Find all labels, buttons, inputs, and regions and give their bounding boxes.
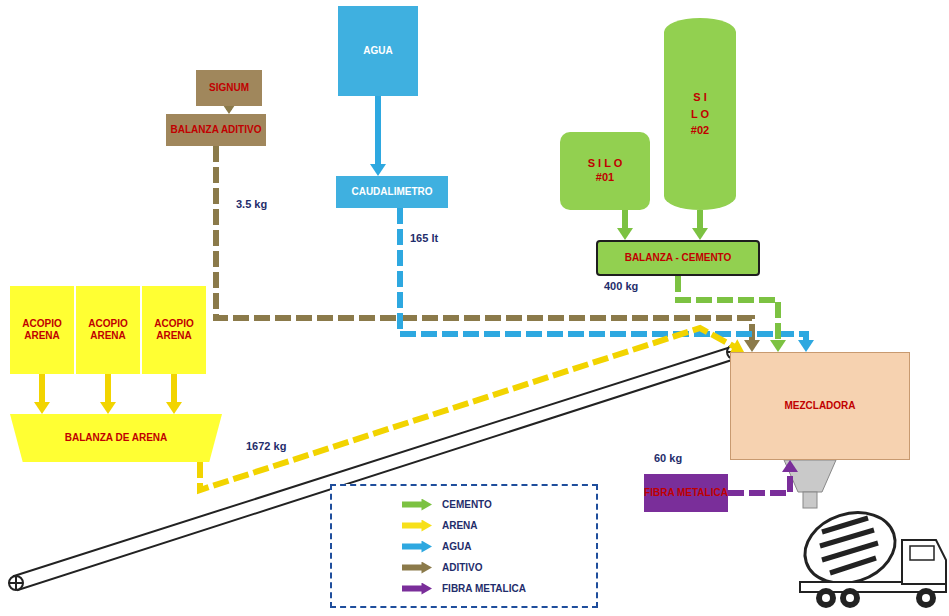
legend-text: CEMENTO	[442, 499, 492, 510]
flow-line	[728, 470, 790, 493]
flow-line	[105, 374, 111, 404]
additive-tank: SIGNUM	[196, 70, 262, 106]
flow-arrow	[400, 208, 814, 352]
sand-stockpile: ACOPIO ARENA	[76, 286, 140, 374]
node-label: BALANZA - CEMENTO	[625, 252, 732, 265]
flow-line	[678, 276, 778, 342]
flow-arrow	[678, 276, 786, 352]
legend-text: ARENA	[442, 520, 478, 531]
cement-silo: S I L O #01	[560, 132, 650, 210]
additive-scale: BALANZA ADITIVO	[166, 114, 266, 146]
flow-line	[171, 374, 177, 404]
node-label: SIGNUM	[209, 82, 249, 95]
sand-scale: BALANZA DE ARENA	[10, 414, 222, 462]
flow-line	[400, 208, 806, 343]
arrow-head	[782, 460, 798, 472]
arrow-head	[34, 402, 50, 414]
flow-arrow	[728, 460, 798, 493]
steel-fiber-feeder: FIBRA METALICA	[644, 474, 728, 512]
quantity-label: 400 kg	[602, 280, 640, 292]
legend-swatch	[402, 541, 432, 553]
flow-line	[697, 210, 703, 230]
quantity-label: 60 kg	[652, 452, 684, 464]
arrow-head	[166, 402, 182, 414]
water-tank: AGUA	[338, 6, 418, 96]
legend-text: FIBRA METALICA	[442, 583, 526, 594]
quantity-label: 1672 kg	[244, 440, 288, 452]
quantity-label: 3.5 kg	[234, 198, 269, 210]
legend-text: ADITIVO	[442, 562, 483, 573]
arrow-head	[770, 340, 786, 352]
quantity-label: 165 lt	[408, 232, 440, 244]
flow-line	[622, 210, 628, 230]
flow-arrow	[166, 374, 182, 414]
flow-meter: CAUDALIMETRO	[336, 176, 448, 208]
legend-swatch	[402, 499, 432, 511]
arrow-head	[744, 340, 760, 352]
cement-scale: BALANZA - CEMENTO	[596, 240, 760, 276]
legend-row: FIBRA METALICA	[402, 578, 596, 599]
legend-row: ARENA	[402, 515, 596, 536]
mixer-truck	[796, 501, 946, 608]
node-label: ACOPIO ARENA	[17, 318, 67, 343]
arrow-head	[370, 164, 386, 176]
cement-silo: S I L O #02	[664, 18, 736, 210]
flow-line	[39, 374, 45, 404]
sand-stockpile: ACOPIO ARENA	[142, 286, 206, 374]
node-label: ACOPIO ARENA	[83, 318, 133, 343]
flow-arrow	[200, 328, 744, 490]
legend-row: CEMENTO	[402, 494, 596, 515]
flow-arrow	[100, 374, 116, 414]
arrow-head	[798, 340, 814, 352]
mixer: MEZCLADORA	[730, 352, 910, 460]
node-label: AGUA	[363, 45, 392, 58]
flow-arrow	[34, 374, 50, 414]
legend-swatch	[402, 520, 432, 532]
legend-box: CEMENTO ARENA AGUA ADITIVO FIBRA METALICA	[330, 484, 598, 608]
node-label: ACOPIO ARENA	[149, 318, 199, 343]
node-label: FIBRA METALICA	[644, 487, 728, 500]
node-label: CAUDALIMETRO	[351, 186, 432, 199]
legend-swatch	[402, 562, 432, 574]
arrow-head	[617, 228, 633, 240]
flow-line	[200, 328, 735, 490]
flow-line	[375, 96, 381, 166]
chute-spout	[803, 492, 817, 508]
node-label: S I L O #01	[580, 157, 630, 185]
arrow-head	[692, 228, 708, 240]
legend-row: AGUA	[402, 536, 596, 557]
flow-arrow	[370, 96, 386, 176]
flow-arrow	[617, 210, 633, 240]
node-label: S I L O #02	[689, 89, 711, 139]
legend-swatch	[402, 583, 432, 595]
node-label: BALANZA DE ARENA	[65, 432, 168, 445]
arrow-head	[100, 402, 116, 414]
sand-stockpile: ACOPIO ARENA	[10, 286, 74, 374]
node-label: BALANZA ADITIVO	[171, 124, 262, 137]
legend-row: ADITIVO	[402, 557, 596, 578]
node-label: MEZCLADORA	[784, 400, 855, 413]
legend-text: AGUA	[442, 541, 471, 552]
flow-arrow	[692, 210, 708, 240]
